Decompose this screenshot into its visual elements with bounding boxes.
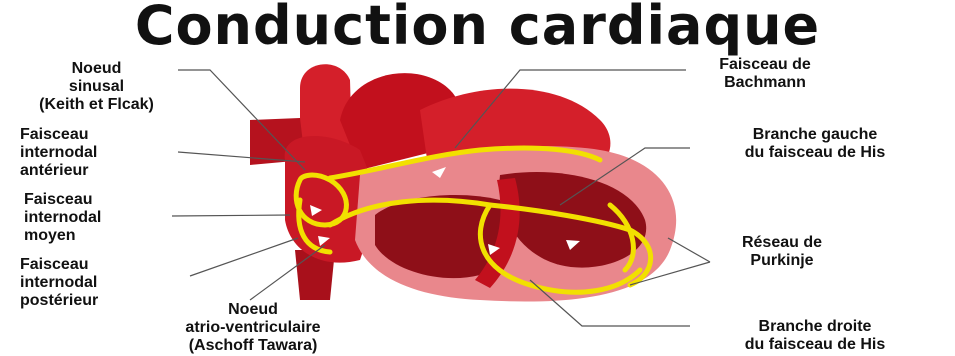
- label-line: Faisceau: [24, 191, 101, 209]
- label-line: Réseau de: [712, 234, 852, 252]
- label-line: Bachmann: [690, 74, 840, 92]
- leader-faisceau-moyen: [172, 215, 290, 216]
- label-line: (Keith et Flcak): [14, 96, 179, 114]
- label-noeud-av: Noeud atrio-ventriculaire (Aschoff Tawar…: [138, 301, 368, 355]
- label-line: Noeud: [14, 60, 179, 78]
- label-noeud-sinusal: Noeud sinusal (Keith et Flcak): [14, 60, 179, 114]
- label-branche-droite: Branche droite du faisceau de His: [690, 318, 940, 354]
- label-bachmann: Faisceau de Bachmann: [690, 56, 840, 92]
- label-line: postérieur: [20, 292, 98, 310]
- label-line: Noeud: [138, 301, 368, 319]
- leader-faisceau-posterieur: [190, 238, 298, 276]
- label-line: internodal: [20, 144, 97, 162]
- label-line: antérieur: [20, 162, 97, 180]
- label-line: Purkinje: [712, 252, 852, 270]
- label-line: du faisceau de His: [690, 336, 940, 354]
- label-faisceau-posterieur: Faisceau internodal postérieur: [20, 256, 98, 310]
- label-purkinje: Réseau de Purkinje: [712, 234, 852, 270]
- label-line: Faisceau: [20, 256, 98, 274]
- label-faisceau-anterieur: Faisceau internodal antérieur: [20, 126, 97, 180]
- label-branche-gauche: Branche gauche du faisceau de His: [690, 126, 940, 162]
- label-line: sinusal: [14, 78, 179, 96]
- leader-purkinje-1: [668, 238, 710, 262]
- label-line: Branche gauche: [690, 126, 940, 144]
- label-line: atrio-ventriculaire: [138, 319, 368, 337]
- label-line: Faisceau: [20, 126, 97, 144]
- label-line: du faisceau de His: [690, 144, 940, 162]
- label-line: Faisceau de: [690, 56, 840, 74]
- label-faisceau-moyen: Faisceau internodal moyen: [24, 191, 101, 245]
- label-line: (Aschoff Tawara): [138, 337, 368, 355]
- label-line: Branche droite: [690, 318, 940, 336]
- label-line: internodal: [20, 274, 98, 292]
- label-line: internodal: [24, 209, 101, 227]
- label-line: moyen: [24, 227, 101, 245]
